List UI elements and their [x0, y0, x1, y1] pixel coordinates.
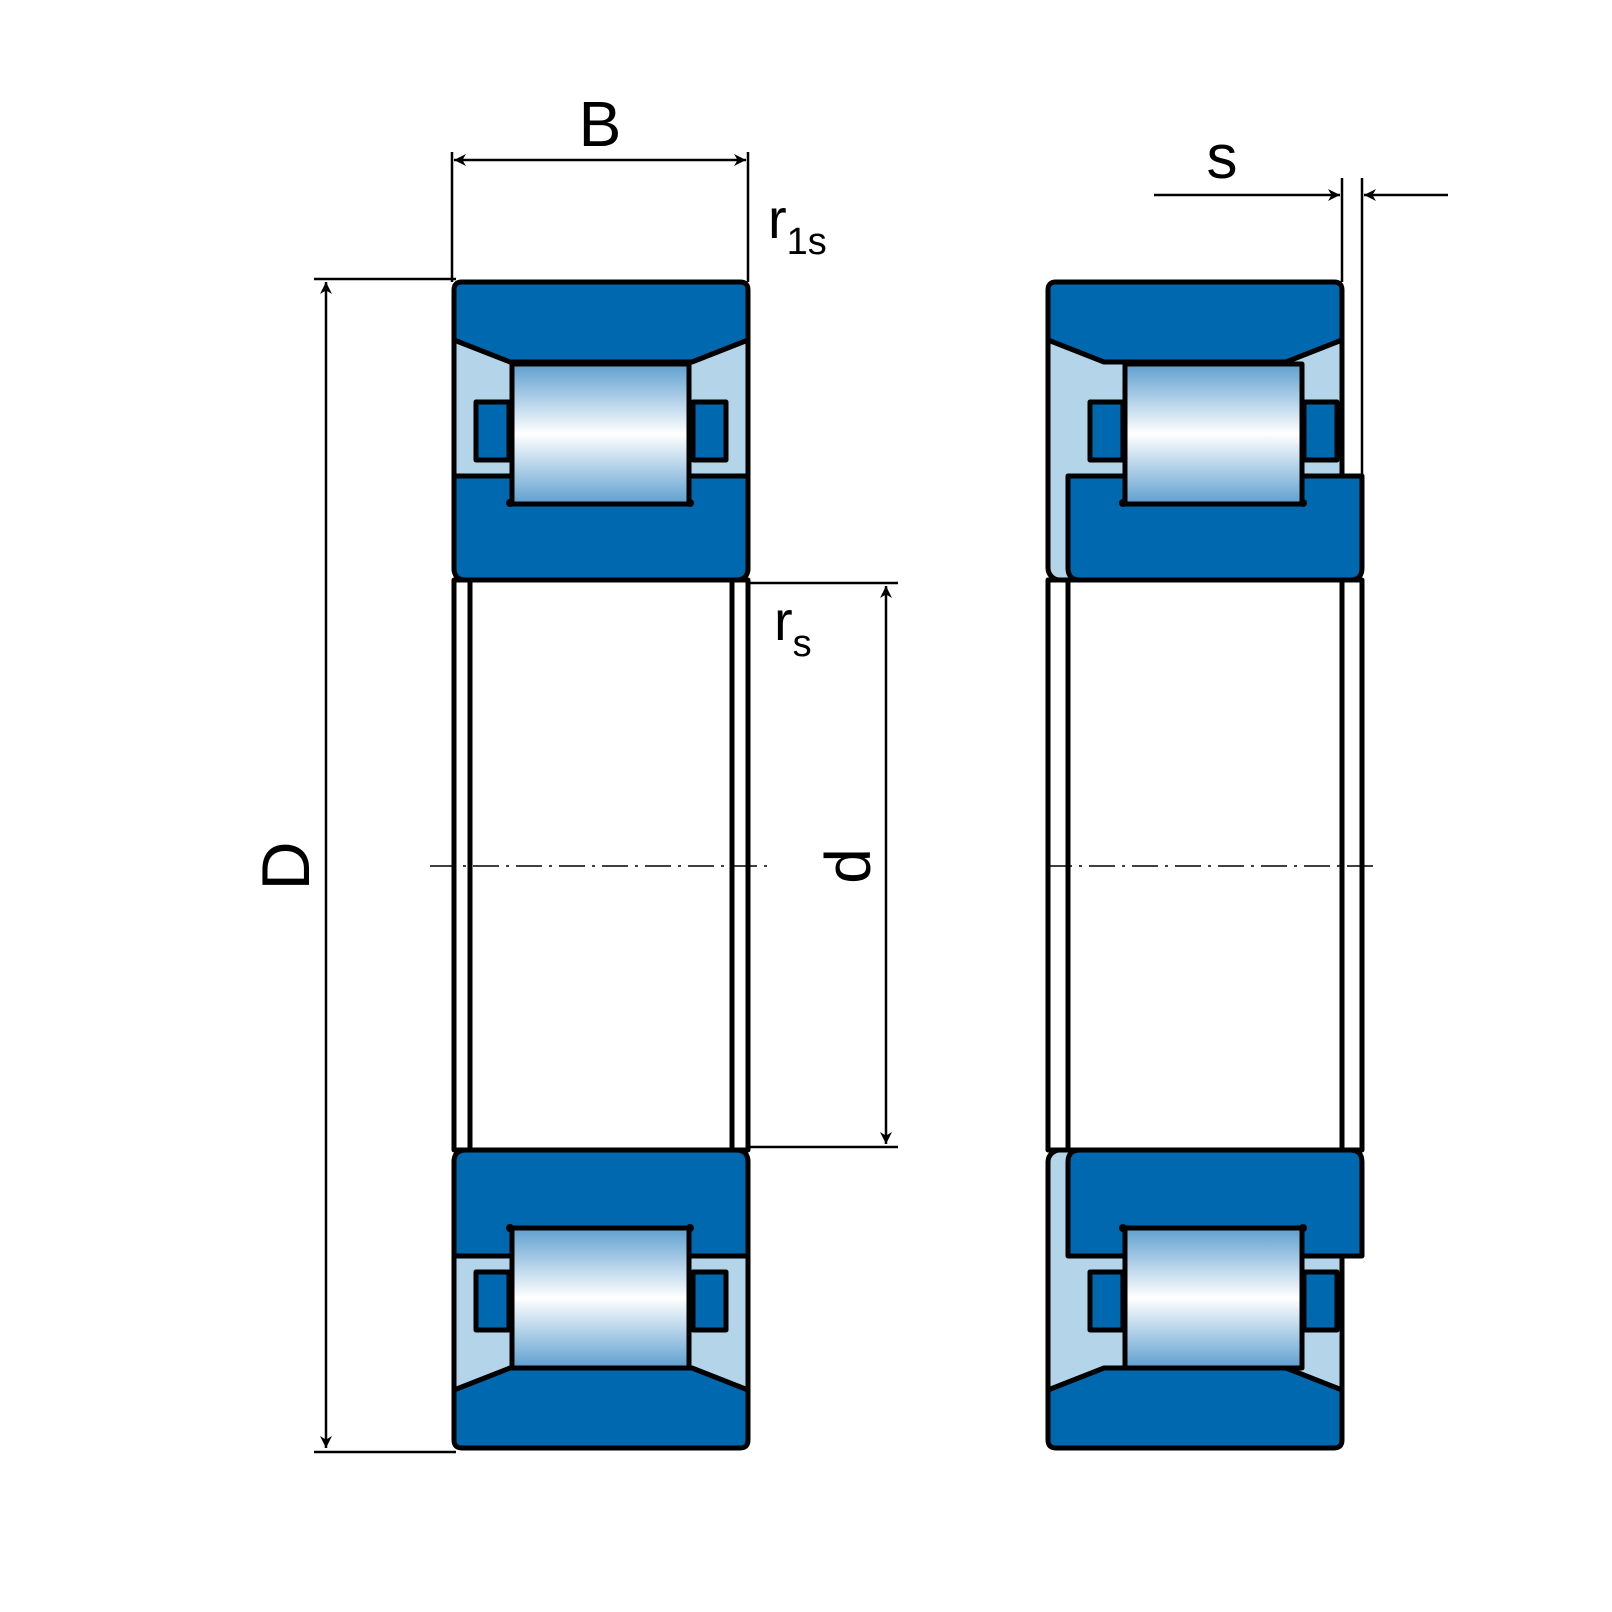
rib-dot — [686, 499, 694, 507]
bearing-right-view — [1045, 279, 1365, 1451]
label-D: D — [248, 841, 324, 890]
cage-left — [1087, 1269, 1126, 1333]
top-section-right — [1045, 279, 1365, 583]
bottom-section-left — [451, 1147, 751, 1451]
cage-right — [690, 1269, 729, 1333]
roller — [1122, 361, 1305, 507]
label-rs: rs — [774, 589, 812, 665]
roller — [509, 1225, 692, 1371]
bore-outline — [451, 577, 751, 1153]
cage-right — [1301, 1269, 1340, 1333]
bottom-section-right — [1045, 1147, 1365, 1451]
label-s: s — [1207, 123, 1238, 192]
rib-dot — [1119, 499, 1127, 507]
label-B: B — [579, 88, 622, 160]
label-r1s: r1s — [768, 187, 827, 263]
cage-left — [473, 1269, 512, 1333]
cage-right — [1301, 399, 1340, 463]
roller — [509, 361, 692, 507]
top-section-left — [451, 279, 751, 583]
bearing-left-view — [451, 279, 751, 1451]
cage-left — [1087, 399, 1126, 463]
rib-dot — [1119, 1224, 1127, 1232]
cage-right — [690, 399, 729, 463]
outer-ring — [451, 279, 751, 365]
label-r1s-sub: 1s — [787, 221, 827, 263]
outer-ring — [1045, 1365, 1345, 1451]
cage-left — [473, 399, 512, 463]
roller — [1122, 1225, 1305, 1371]
bore-outline — [1045, 577, 1365, 1153]
rib-dot — [506, 1224, 514, 1232]
label-rs-sub: s — [793, 623, 812, 665]
rib-dot — [1299, 1224, 1307, 1232]
outer-ring — [1045, 279, 1345, 365]
rib-dot — [686, 1224, 694, 1232]
label-r1s-main: r — [768, 187, 787, 250]
label-rs-main: r — [774, 589, 793, 652]
outer-ring — [451, 1365, 751, 1451]
rib-dot — [506, 499, 514, 507]
label-d: d — [812, 848, 884, 884]
rib-dot — [1299, 499, 1307, 507]
dimensions — [314, 152, 1448, 1454]
